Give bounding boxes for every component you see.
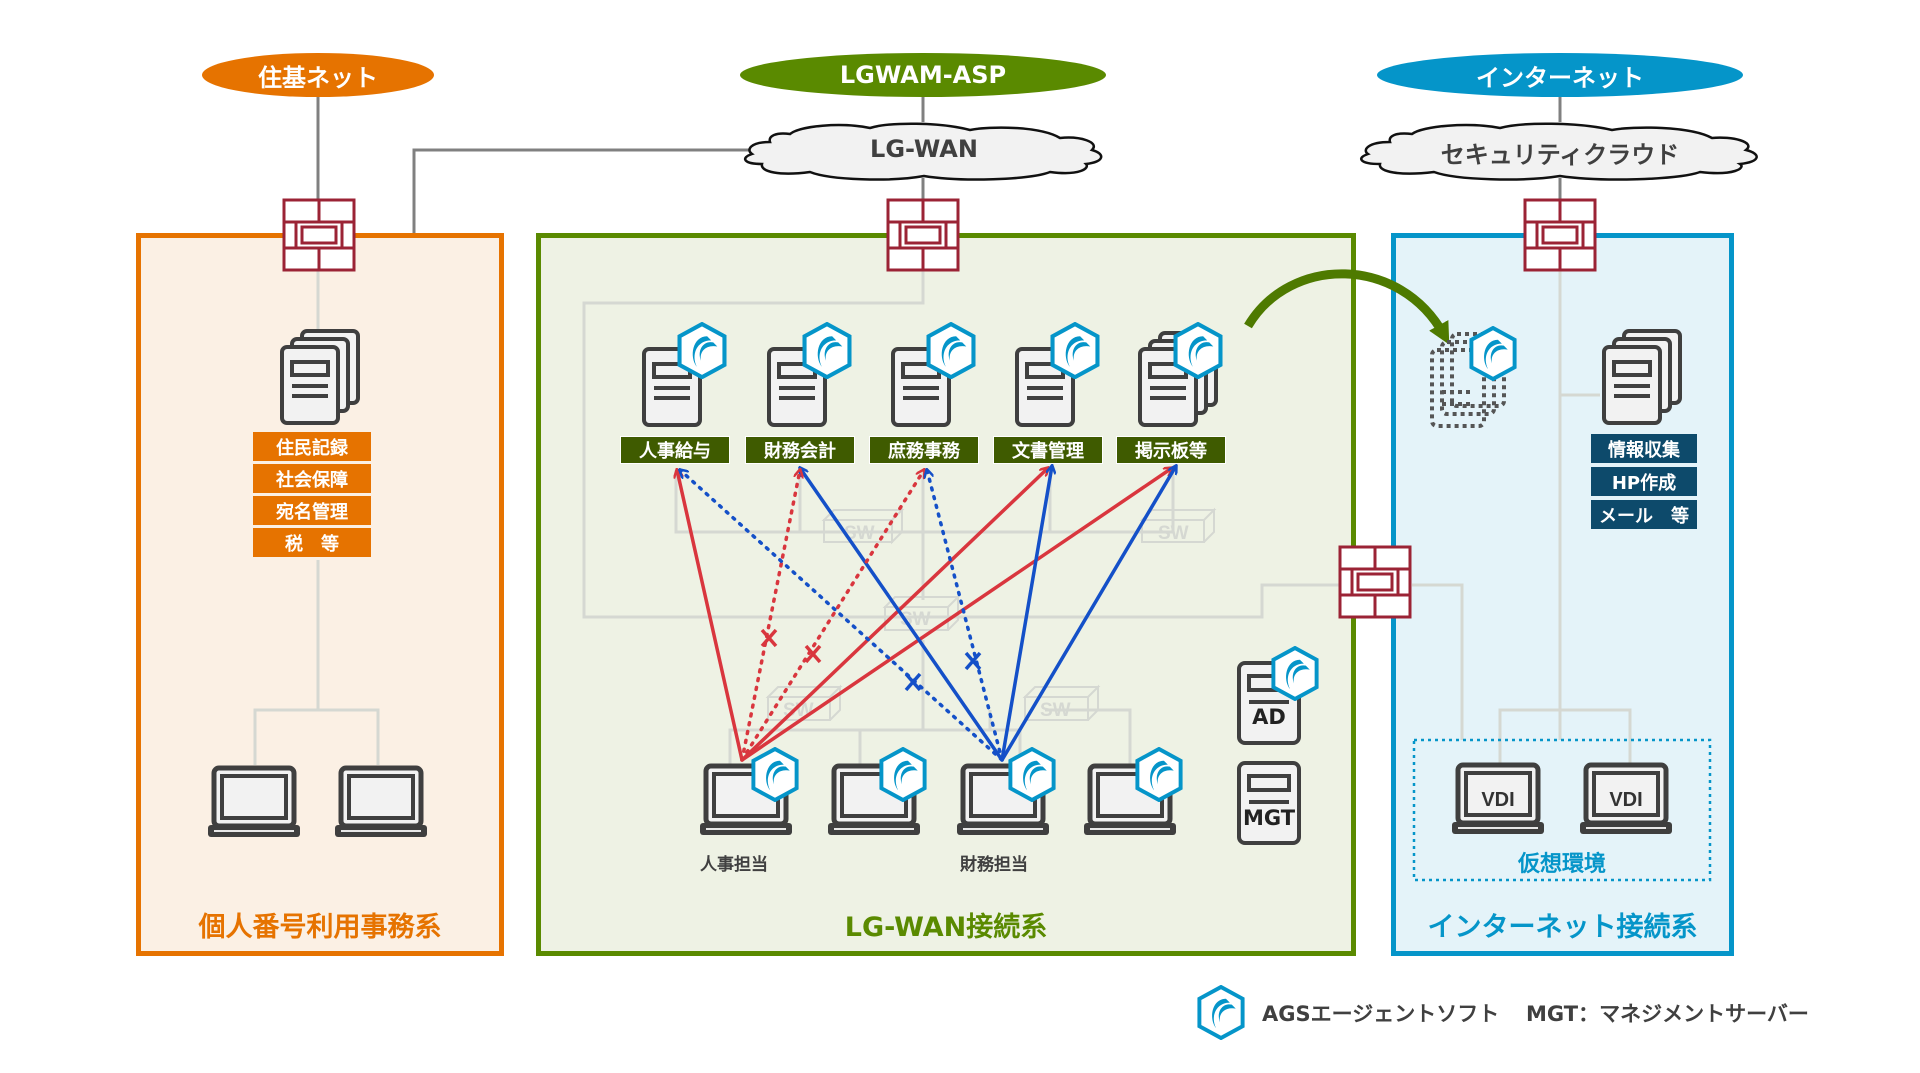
- block-x-marks: [760, 628, 982, 692]
- service-tag: HP作成: [1591, 467, 1697, 496]
- agent-hex-icon: [925, 321, 977, 383]
- agent-hex-icon: [1468, 325, 1518, 385]
- mgt-legend-label: MGT：マネジメントサーバー: [1526, 1002, 1809, 1026]
- block-x-icon: [760, 628, 778, 648]
- service-tag: 社会保障: [253, 464, 371, 493]
- blocked-fin-to-jinji: [680, 470, 1004, 762]
- agent-hex-icon: [878, 746, 928, 806]
- block-x-icon: [964, 651, 982, 671]
- laptop-icon: [333, 765, 429, 845]
- lgwan-service-tag: 庶務事務: [869, 436, 979, 464]
- agent-hex-icon: [676, 321, 728, 383]
- svg-text:SW: SW: [844, 523, 875, 544]
- security-cloud-label: セキュリティクラウド: [1440, 141, 1680, 169]
- lgwan-cloud-icon: [743, 122, 1103, 181]
- internet-node: インターネット: [1377, 53, 1743, 97]
- svg-text:VDI: VDI: [1609, 789, 1642, 811]
- firewall-icon: [1338, 545, 1412, 619]
- agent-hex-icon: [801, 321, 853, 383]
- lgwan-asp-node: LGWAM-ASP: [740, 53, 1106, 97]
- arrow-hr-to-bunsho: [740, 468, 1048, 762]
- mgt-label: MGT: [1242, 806, 1296, 830]
- finance-terminal-label: 財務担当: [960, 855, 1028, 875]
- svg-text:SW: SW: [1158, 523, 1189, 544]
- juki-net-node: 住基ネット: [202, 53, 434, 97]
- server-stack-icon: [280, 329, 360, 425]
- vdi-terminal-icon: VDI: [1578, 762, 1674, 842]
- mynumber-zone-title: 個人番号利用事務系: [198, 912, 442, 943]
- svg-text:VDI: VDI: [1481, 789, 1514, 811]
- agent-hex-icon: [750, 746, 800, 806]
- lgwan-zone-title: LG-WAN接続系: [844, 912, 1048, 943]
- service-tag: メール 等: [1591, 500, 1697, 529]
- service-tag: 情報収集: [1591, 434, 1697, 463]
- lgwan-asp-label: LGWAM-ASP: [839, 61, 1007, 89]
- lgwan-service-tag: 財務会計: [745, 436, 855, 464]
- access-arrows: [677, 466, 1176, 762]
- switch-icon-2: SW: [1139, 507, 1217, 544]
- agent-hex-icon: [1134, 746, 1184, 806]
- agent-hex-icon: [1007, 746, 1057, 806]
- switch-icon-5: SW: [1022, 684, 1101, 721]
- lgwan-server-icon: [1013, 330, 1099, 434]
- laptop-icon: [206, 765, 302, 845]
- internet-label: インターネット: [1476, 63, 1644, 92]
- arrow-hr-to-keiji: [741, 468, 1172, 762]
- ad-label: AD: [1252, 705, 1286, 729]
- svg-text:SW: SW: [1040, 700, 1071, 721]
- blocked-arrows: [680, 470, 1004, 762]
- blocked-hr-to-shomu: [740, 470, 924, 762]
- lgwan-cloud-label: LG-WAN: [870, 135, 978, 163]
- internet-zone-title: インターネット接続系: [1427, 912, 1698, 943]
- virtual-env-label: 仮想環境: [1517, 852, 1606, 877]
- internet-service-list: 情報収集 HP作成 メール 等: [1591, 434, 1697, 529]
- firewall-icon: [282, 198, 356, 272]
- vdi-terminal-icon: VDI: [1450, 762, 1546, 842]
- block-x-icon: [804, 644, 822, 664]
- arrow-hr-to-jinji: [677, 470, 744, 761]
- service-tag: 住民記録: [253, 432, 371, 461]
- virtual-env-frame: [1412, 738, 1712, 882]
- lgwan-service-tag: 人事給与: [620, 436, 730, 464]
- hr-terminal-label: 人事担当: [700, 855, 768, 875]
- lgwan-service-tag: 文書管理: [993, 436, 1103, 464]
- arrow-fin-to-bunsho: [1000, 466, 1052, 761]
- lan-links: [253, 270, 1632, 765]
- agent-legend-icon: [1196, 984, 1246, 1044]
- migration-curved-arrow: [1244, 269, 1450, 345]
- block-x-icon: [904, 672, 922, 692]
- agent-hex-icon: [1049, 321, 1101, 383]
- blocked-hr-to-zaimu: [740, 470, 800, 762]
- firewall-icon: [1523, 198, 1597, 272]
- mgt-server-icon: [1237, 761, 1301, 845]
- wan-links: [316, 97, 1562, 233]
- arrow-fin-to-keiji: [1000, 466, 1176, 761]
- service-tag: 税 等: [253, 528, 371, 557]
- agent-hex-icon: [1270, 645, 1320, 705]
- agent-hex-icon: [1172, 321, 1224, 383]
- lgwan-service-tag: 掲示板等: [1116, 436, 1226, 464]
- switch-icon-1: SW: [821, 507, 905, 545]
- agent-legend-label: AGSエージェントソフト: [1262, 1002, 1500, 1026]
- arrow-fin-to-zaimu: [800, 468, 1004, 761]
- security-cloud-icon: [1360, 122, 1758, 181]
- blocked-fin-to-shomu: [927, 470, 1004, 762]
- mynumber-service-list: 住民記録 社会保障 宛名管理 税 等: [253, 432, 371, 557]
- server-stack-icon: [1602, 329, 1682, 425]
- firewall-icon: [886, 198, 960, 272]
- service-tag: 宛名管理: [253, 496, 371, 525]
- juki-net-label: 住基ネット: [258, 63, 378, 92]
